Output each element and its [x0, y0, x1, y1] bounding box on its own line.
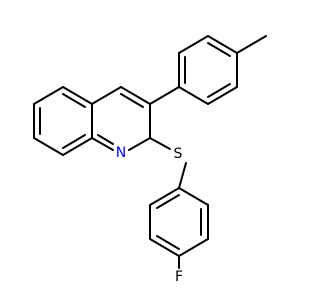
bond: [62, 86, 93, 105]
bond: [91, 137, 114, 151]
double-bond-inner: [97, 134, 114, 145]
canvas-background: [0, 0, 300, 300]
fluorine-atom-label: F: [175, 269, 183, 285]
double-bond-inner: [62, 134, 86, 149]
double-bond-inner: [120, 93, 144, 108]
bond: [33, 137, 64, 156]
molecule-structure: N S F: [0, 0, 300, 300]
bond: [120, 86, 151, 105]
bond-sulfur-aryl: [178, 162, 187, 189]
bond: [178, 238, 209, 257]
p-tolyl-ring: [178, 35, 238, 105]
double-bond-inner: [207, 42, 231, 57]
bond: [178, 35, 209, 54]
methyl-bond: [236, 35, 267, 54]
bond-c3-tolyl: [149, 86, 180, 105]
fluorophenyl-ring: [149, 187, 209, 257]
bond: [178, 187, 209, 206]
sulfur-atom-label: S: [174, 146, 183, 162]
bond: [149, 238, 180, 257]
bond: [207, 86, 238, 105]
bond: [128, 137, 151, 151]
bond: [207, 35, 238, 54]
bond: [149, 187, 180, 206]
bond-c2-sulfur: [149, 137, 171, 150]
double-bond-inner: [207, 83, 231, 98]
double-bond-inner: [62, 93, 86, 108]
quinoline-benzo-ring: [33, 86, 93, 156]
bond: [178, 86, 209, 105]
bond: [33, 86, 64, 105]
double-bond-inner: [156, 235, 180, 250]
quinoline-pyridine-ring: [91, 86, 151, 151]
bond: [91, 86, 122, 105]
bond: [62, 137, 93, 156]
nitrogen-atom-label: N: [116, 145, 126, 161]
double-bond-inner: [156, 194, 180, 209]
